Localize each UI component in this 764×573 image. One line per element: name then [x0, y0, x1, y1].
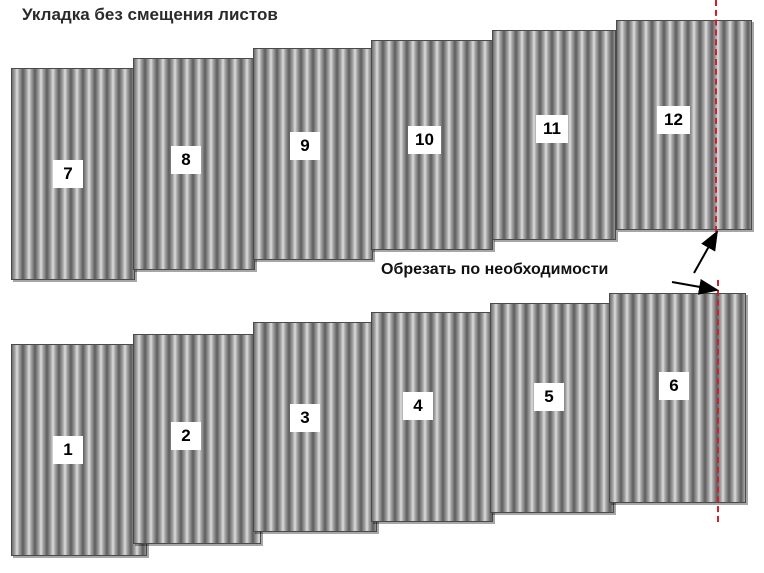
cut-line-top [715, 0, 717, 232]
sheet-5: 5 [490, 303, 614, 513]
sheet-4: 4 [371, 312, 493, 522]
arrow-to-top-cut [693, 230, 718, 274]
cut-line-bottom [717, 280, 719, 522]
sheet-label-8: 8 [171, 146, 201, 174]
sheet-label-4: 4 [403, 392, 433, 420]
sheet-10: 10 [371, 40, 493, 250]
sheet-3: 3 [253, 322, 377, 532]
sheet-label-12: 12 [657, 106, 690, 134]
diagram-title: Укладка без смещения листов [22, 5, 278, 24]
sheet-label-9: 9 [290, 132, 320, 160]
sheet-label-10: 10 [408, 126, 441, 154]
cut-note: Обрезать по необходимости [381, 261, 609, 278]
sheet-12: 12 [616, 20, 752, 230]
sheet-label-7: 7 [53, 160, 83, 188]
sheet-label-1: 1 [53, 436, 83, 464]
sheet-7: 7 [11, 68, 135, 280]
arrow-to-bottom-cut [671, 278, 719, 295]
sheet-label-6: 6 [659, 372, 689, 400]
sheet-1: 1 [11, 344, 147, 556]
sheet-label-11: 11 [536, 115, 568, 143]
sheet-9: 9 [253, 48, 373, 260]
sheet-label-3: 3 [290, 404, 320, 432]
sheet-label-2: 2 [171, 422, 201, 450]
sheet-8: 8 [133, 58, 255, 270]
sheet-11: 11 [492, 30, 616, 240]
sheet-2: 2 [133, 334, 261, 544]
sheet-label-5: 5 [534, 383, 564, 411]
sheet-6: 6 [609, 293, 746, 503]
